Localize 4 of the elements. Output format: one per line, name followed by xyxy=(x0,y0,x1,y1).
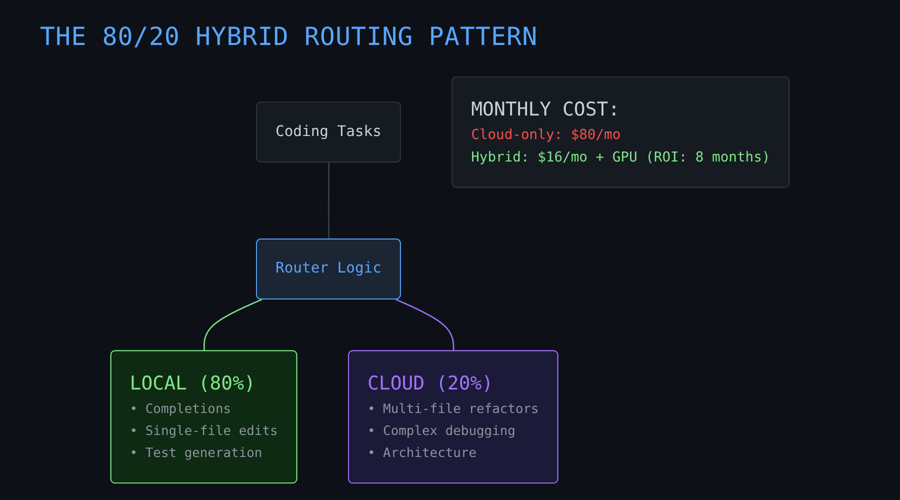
connector xyxy=(396,298,454,352)
connector xyxy=(204,298,262,352)
connector xyxy=(328,162,330,240)
diagram-title: THE 80/20 HYBRID ROUTING PATTERN xyxy=(40,22,538,51)
